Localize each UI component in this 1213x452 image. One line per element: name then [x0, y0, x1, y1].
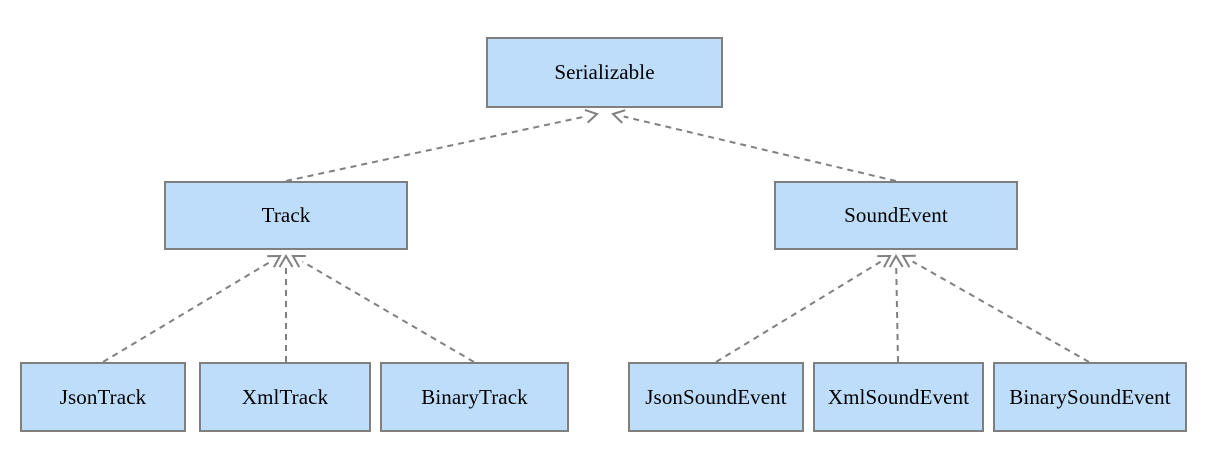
edge-line [623, 115, 897, 182]
class-node-jsonsoundevent[interactable]: JsonSoundEvent [628, 362, 804, 432]
class-node-jsontrack[interactable]: JsonTrack [20, 362, 186, 432]
realization-edge [715, 254, 892, 363]
realization-edge [285, 109, 599, 182]
class-node-label: XmlTrack [241, 384, 329, 409]
class-node-label: JsonTrack [59, 384, 147, 409]
realization-arrowhead-icon [278, 254, 294, 268]
class-node-label: Serializable [554, 60, 655, 84]
edge-line [102, 260, 272, 363]
realization-edge [901, 254, 1090, 363]
class-node-label: JsonSoundEvent [645, 384, 787, 409]
realization-arrowhead-icon [901, 254, 916, 268]
realization-arrowhead-icon [877, 254, 892, 268]
class-node-label: SoundEvent [844, 203, 948, 227]
realization-arrowhead-icon [888, 254, 904, 268]
realization-arrowhead-icon [611, 109, 626, 124]
edge-line [285, 115, 587, 182]
class-node-label: Track [261, 203, 311, 227]
class-node-binarytrack[interactable]: BinaryTrack [380, 362, 569, 432]
edge-line [301, 260, 475, 363]
realization-edge [102, 254, 282, 363]
edge-line [895, 266, 899, 363]
class-node-soundevent[interactable]: SoundEvent [774, 181, 1018, 250]
class-node-binarysoundevent[interactable]: BinarySoundEvent [993, 362, 1187, 432]
class-node-serializable[interactable]: Serializable [486, 37, 723, 108]
realization-edge [291, 254, 475, 363]
class-node-xmltrack[interactable]: XmlTrack [199, 362, 371, 432]
edge-line [912, 260, 1090, 363]
class-node-label: BinarySoundEvent [1009, 384, 1171, 409]
realization-edge [888, 254, 904, 363]
class-node-label: BinaryTrack [421, 384, 528, 409]
edge-line [715, 260, 882, 363]
class-node-track[interactable]: Track [164, 181, 408, 250]
realization-edge [278, 254, 294, 362]
class-node-xmlsoundevent[interactable]: XmlSoundEvent [813, 362, 984, 432]
realization-arrowhead-icon [267, 254, 282, 268]
realization-arrowhead-icon [584, 109, 599, 124]
class-node-label: XmlSoundEvent [827, 384, 970, 409]
realization-edge [611, 109, 897, 182]
realization-arrowhead-icon [291, 254, 306, 268]
